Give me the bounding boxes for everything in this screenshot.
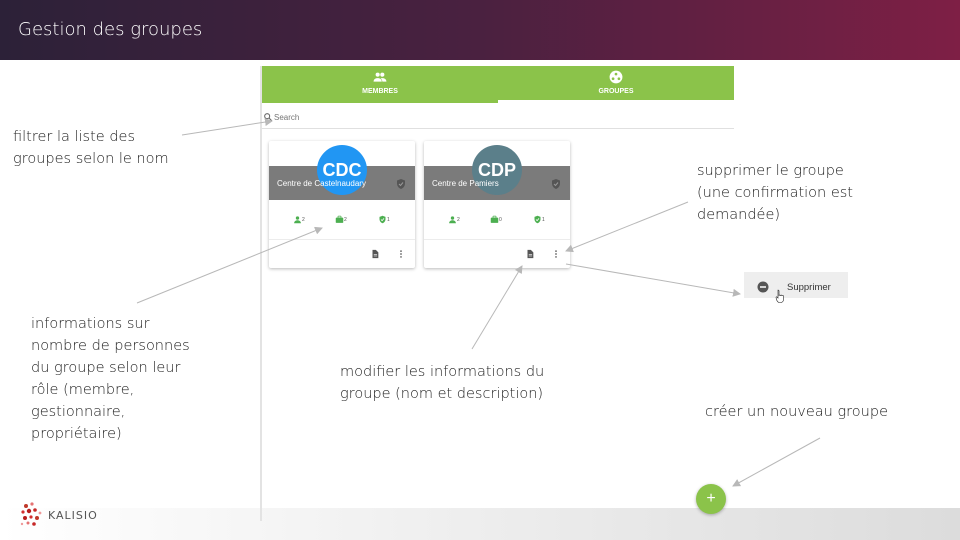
edit-description-icon[interactable] [525,249,535,259]
brand-logo: KALISIO [18,500,118,530]
managers-count: 2 [335,215,347,224]
edit-description-icon[interactable] [370,249,380,259]
managers-count-value: 0 [499,216,502,223]
shield-check-icon [552,179,560,189]
managers-count: 0 [490,215,502,224]
card-divider [424,239,570,240]
owners-count-value: 1 [542,216,545,223]
callout-info: informations sur nombre de personnes du … [31,313,190,445]
callout-line: du groupe selon leur [31,360,181,376]
callout-line: nombre de personnes [31,338,190,354]
delete-menu-label: Supprimer [787,282,831,293]
briefcase-icon [335,215,344,223]
callout-delete: supprimer le groupe (une confirmation es… [697,160,853,226]
members-count: 2 [448,215,460,224]
managers-count-value: 2 [344,216,347,223]
callout-filter: filtrer la liste des groupes selon le no… [13,126,169,170]
callout-line: demandée) [697,207,781,223]
group-avatar: CDC [317,145,367,195]
search-input[interactable] [274,111,714,124]
group-name: Centre de Pamiers [432,179,499,188]
group-card: CDC Centre de Castelnaudary 2 2 1 [269,141,415,268]
callout-line: filtrer la liste des [13,129,136,145]
delete-menu-item[interactable]: Supprimer [744,272,848,303]
owners-count-value: 1 [387,216,390,223]
header-bar: Gestion des groupes [0,0,960,60]
verified-shield-icon [379,215,386,224]
members-count-value: 2 [457,216,460,223]
tab-membres-label: MEMBRES [362,88,398,95]
people-icon [373,72,387,82]
callout-line: créer un nouveau groupe [705,404,888,420]
divider [260,66,262,521]
shield-check-icon [397,179,405,189]
add-group-button[interactable]: + [696,484,726,514]
members-count-value: 2 [302,216,305,223]
arrow-filter [181,118,273,136]
arrow-edit [471,265,523,350]
owners-count: 1 [378,215,390,224]
delete-menu-popup: Supprimer [744,268,848,303]
members-count: 2 [293,215,305,224]
callout-line: supprimer le groupe [697,163,844,179]
more-vert-icon[interactable] [551,249,561,259]
person-icon [294,216,301,224]
group-name: Centre de Castelnaudary [277,179,366,188]
arrow-delete-popup [565,263,741,297]
arrow-info [136,226,323,304]
arrow-delete [565,201,689,253]
tab-membres[interactable]: MEMBRES [262,66,498,103]
callout-line: gestionnaire, [31,404,126,420]
more-vert-icon[interactable] [396,249,406,259]
callout-line: propriétaire) [31,426,122,442]
verified-shield-icon [534,215,541,224]
callout-line: modifier les informations du [340,364,545,380]
footer-bar [0,508,960,540]
tab-bar: MEMBRES GROUPES [262,66,734,103]
hand-cursor-icon [775,289,784,303]
brand-name: KALISIO [48,509,98,522]
owners-count: 1 [533,215,545,224]
page-title: Gestion des groupes [18,19,203,40]
callout-line: rôle (membre, [31,382,135,398]
callout-edit: modifier les informations du groupe (nom… [340,361,544,405]
card-divider [269,239,415,240]
tab-groupes[interactable]: GROUPES [498,66,734,103]
callout-line: groupe (nom et description) [340,386,544,402]
callout-line: informations sur [31,316,150,332]
active-tab-indicator [498,100,734,103]
kalisio-logo-icon [20,502,42,526]
callout-line: (une confirmation est [697,185,853,201]
remove-circle-icon [757,281,769,293]
group-avatar: CDP [472,145,522,195]
briefcase-icon [490,215,499,223]
tab-groupes-label: GROUPES [598,88,634,95]
groups-icon [609,70,623,84]
person-icon [449,216,456,224]
callout-line: groupes selon le nom [13,151,169,167]
group-card: CDP Centre de Pamiers 2 0 1 [424,141,570,268]
callout-create: créer un nouveau groupe [705,401,888,423]
arrow-create [732,437,821,487]
